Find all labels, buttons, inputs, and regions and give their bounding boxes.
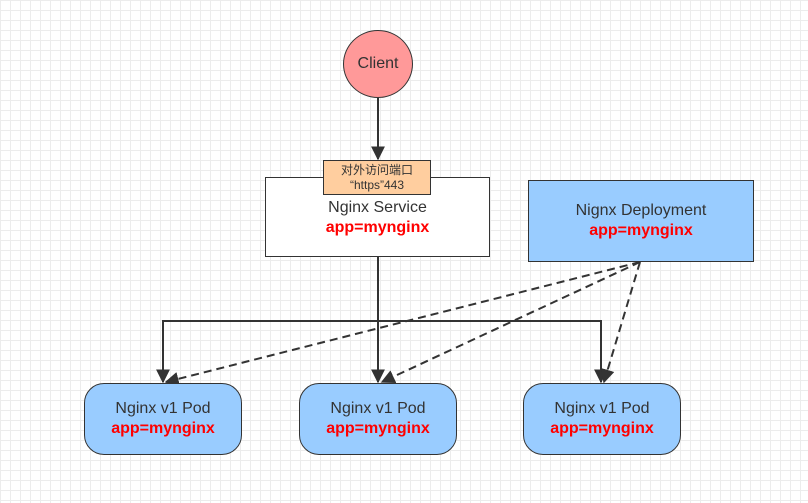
edge-deployment-to-pod1 xyxy=(164,261,641,386)
deployment-label: Nignx Deployment xyxy=(575,202,707,219)
edge-service-branch xyxy=(162,320,602,382)
pod-label: Nginx v1 Pod xyxy=(554,400,650,417)
deployment-selector: app=mynginx xyxy=(589,222,693,239)
client-node: Client xyxy=(343,30,413,98)
pod-selector: app=mynginx xyxy=(111,420,215,437)
deployment-node: Nignx Deployment app=mynginx xyxy=(528,180,754,262)
service-port-badge: 对外访问端口 “https”443 xyxy=(323,160,431,195)
service-label: Nginx Service xyxy=(328,199,427,216)
edge-deployment-to-pod3 xyxy=(600,261,641,384)
pod-selector: app=mynginx xyxy=(550,420,654,437)
pod-label: Nginx v1 Pod xyxy=(115,400,211,417)
pod-node-2: Nginx v1 Pod app=mynginx xyxy=(299,383,457,455)
pod-selector: app=mynginx xyxy=(326,420,430,437)
pod-node-3: Nginx v1 Pod app=mynginx xyxy=(523,383,681,455)
port-value: “https”443 xyxy=(349,178,405,192)
client-label: Client xyxy=(357,55,399,72)
service-selector: app=mynginx xyxy=(325,219,430,236)
pod-label: Nginx v1 Pod xyxy=(330,400,426,417)
pod-node-1: Nginx v1 Pod app=mynginx xyxy=(84,383,242,455)
port-label: 对外访问端口 xyxy=(340,163,413,177)
edge-deployment-to-pod2 xyxy=(380,261,641,384)
